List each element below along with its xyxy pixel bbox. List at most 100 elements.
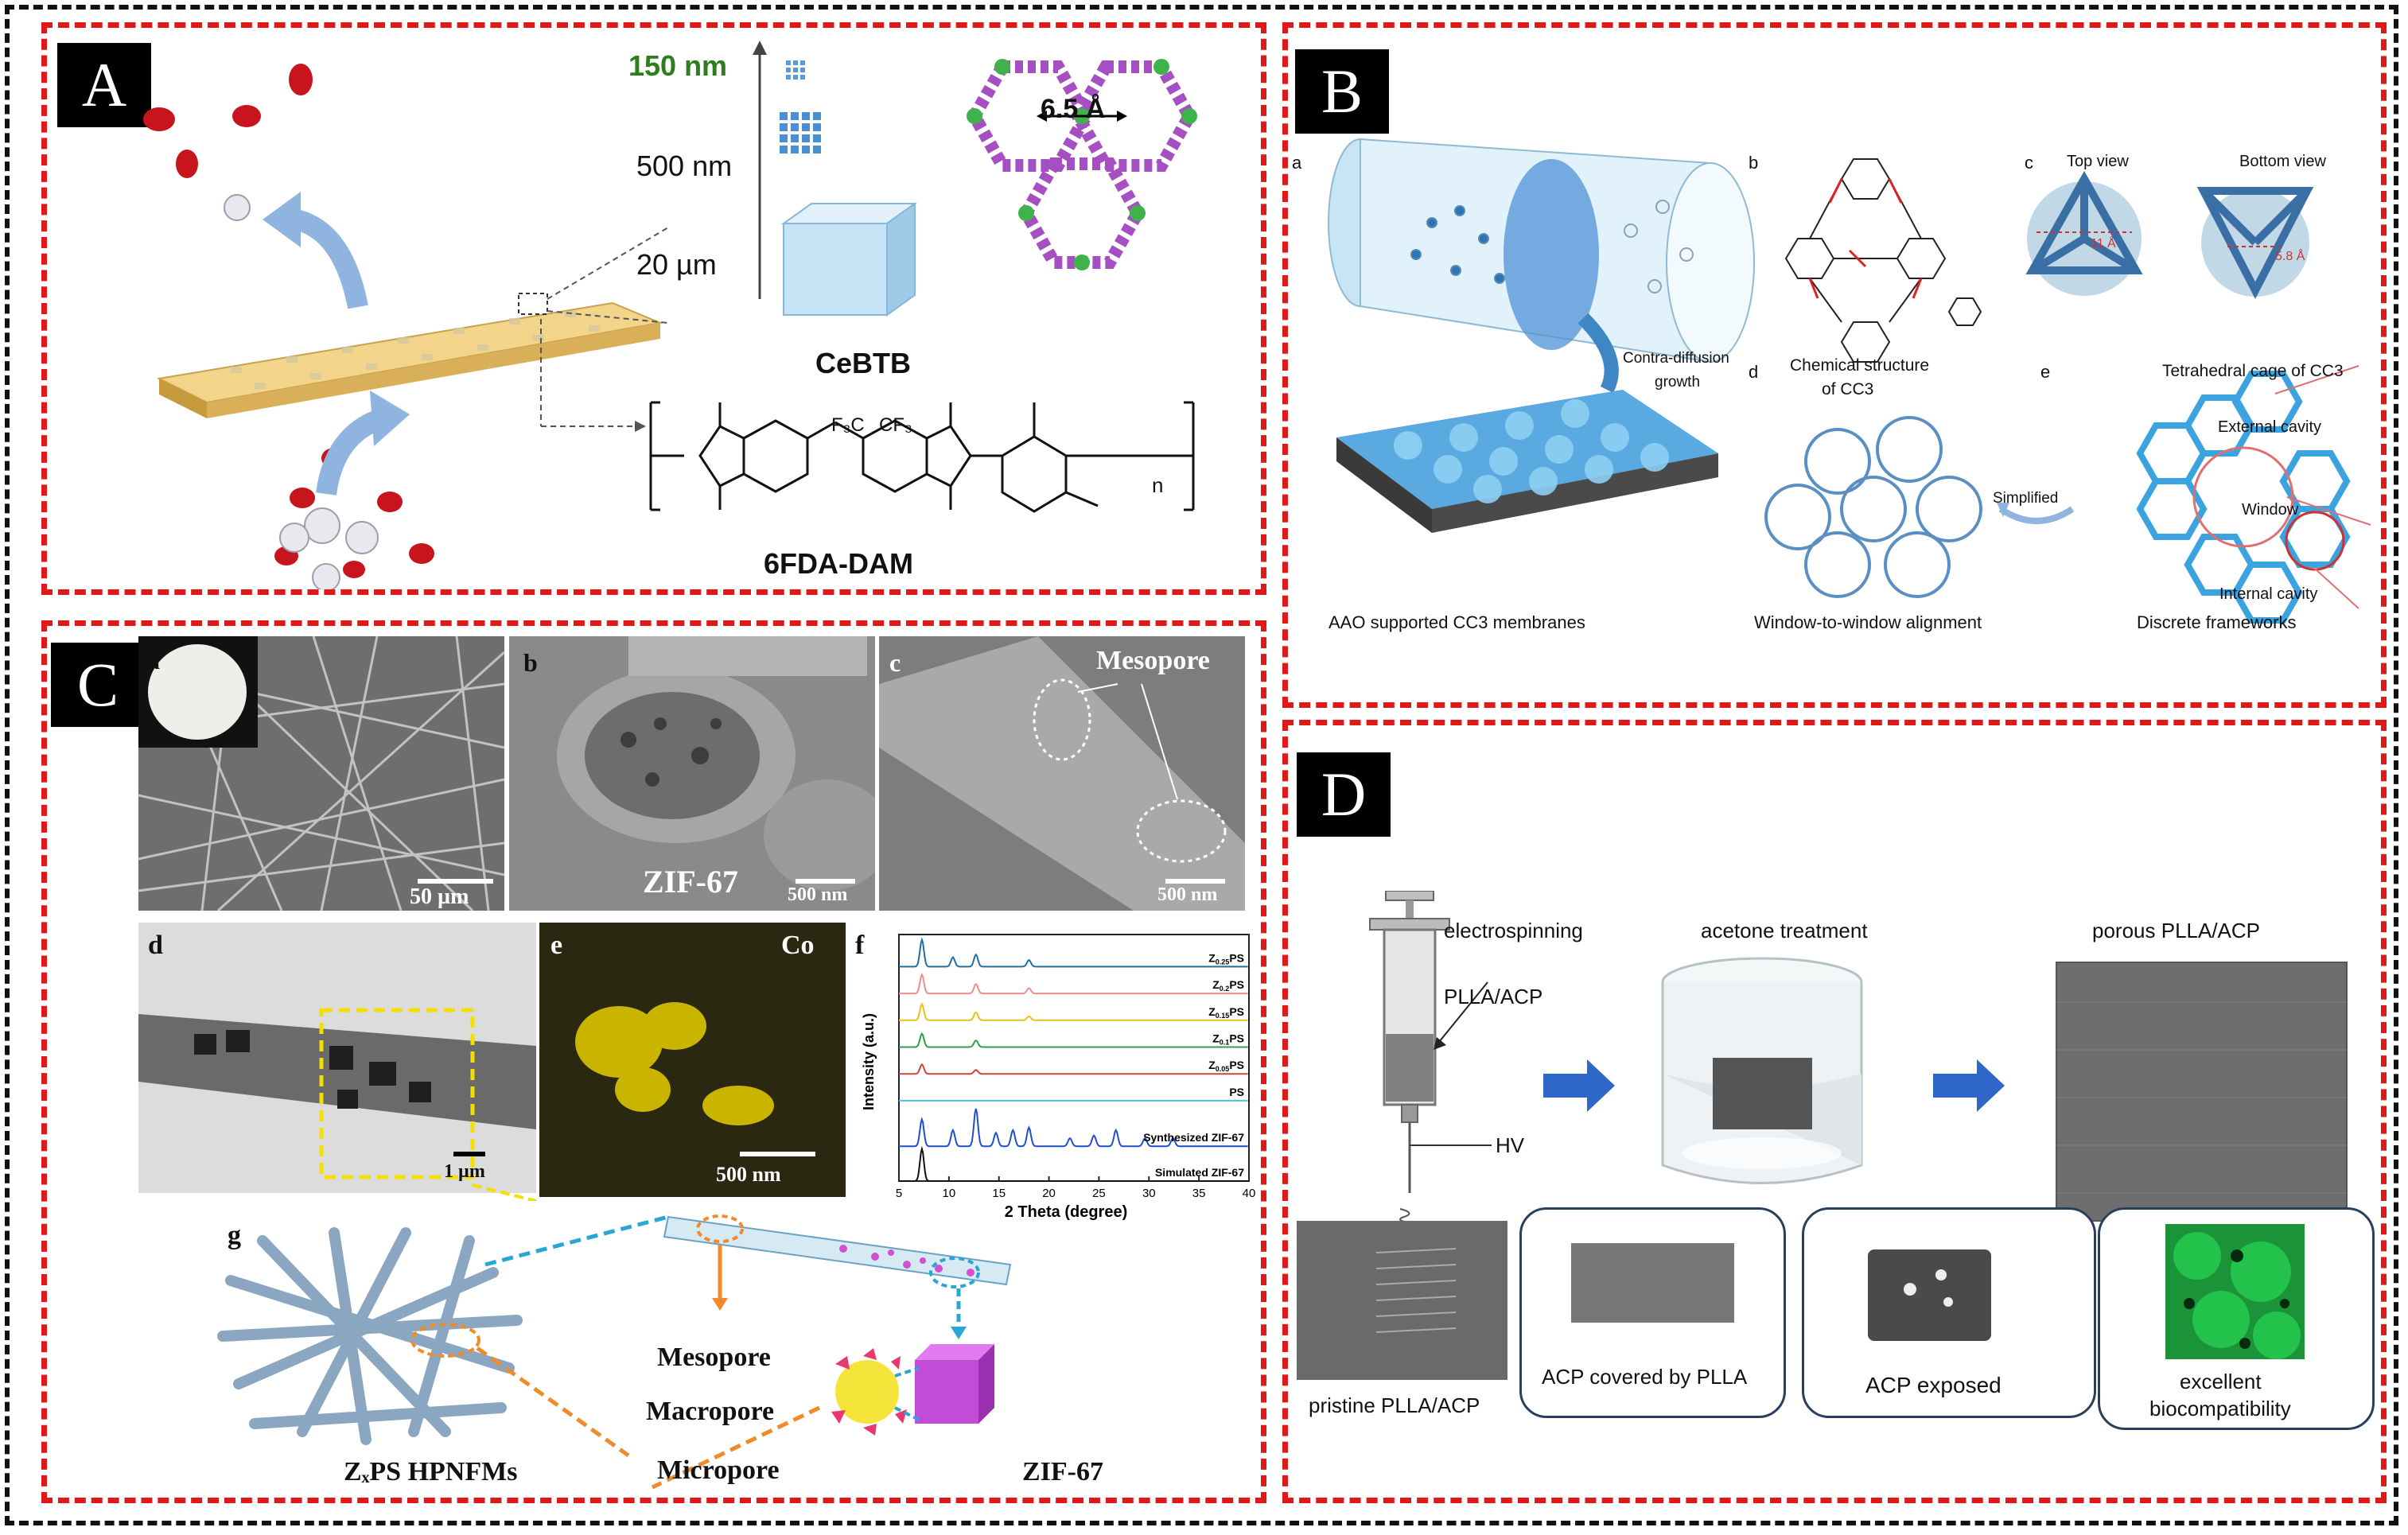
panel-d-letter: D xyxy=(1297,752,1391,837)
cage-bottom-view xyxy=(2196,187,2314,299)
pristine-label: pristine PLLA/ACP xyxy=(1309,1393,1480,1417)
tem-image-d xyxy=(138,923,536,1193)
panel-a-frame xyxy=(41,22,1266,595)
b-sub-b: b xyxy=(1749,153,1759,173)
pore-size-label: 6.5 Å xyxy=(1041,94,1106,124)
cc3-network xyxy=(1764,416,1982,598)
top-view-label: Top view xyxy=(2067,153,2129,170)
acp-covered-label: ACP covered by PLLA xyxy=(1542,1365,1748,1389)
co-element-label: Co xyxy=(781,931,815,960)
b-sub-a: a xyxy=(1292,153,1302,173)
scale-bar-c xyxy=(1165,879,1225,884)
external-cavity-label: External cavity xyxy=(2218,418,2322,436)
panel-c-frame xyxy=(41,620,1266,1503)
scale-bar-d xyxy=(453,1152,485,1156)
panel-d-frame xyxy=(1282,720,2387,1503)
panel-b-letter: B xyxy=(1295,49,1389,134)
red-molecules xyxy=(143,64,434,578)
xrd-y-axis-label: Intensity (a.u.) xyxy=(861,1013,877,1110)
xrd-series-label: Z0.05PS xyxy=(1208,1059,1244,1073)
electrospinning-label: electrospinning xyxy=(1444,919,1583,942)
growth-label: growth xyxy=(1655,374,1701,391)
sem-image-c xyxy=(879,636,1245,911)
panel-b-illustration xyxy=(1328,138,2371,624)
window-alignment-label: Window-to-window alignment xyxy=(1754,612,1982,632)
cf3-label: CF₃ xyxy=(879,414,912,436)
scale-bar-e xyxy=(740,1152,815,1156)
pore-hierarchy-schematic xyxy=(217,1214,1012,1490)
pristine-sample-image xyxy=(1297,1221,1507,1380)
dim-11a-label: 11 Å xyxy=(2091,237,2116,251)
xrd-series-label: Z0.1PS xyxy=(1212,1032,1244,1047)
fiber-network xyxy=(217,1227,523,1445)
xrd-series-label: Synthesized ZIF-67 xyxy=(1143,1131,1244,1144)
bottom-view-label: Bottom view xyxy=(2239,153,2326,170)
small-crystal xyxy=(786,60,805,80)
acp-covered-box xyxy=(1519,1207,1786,1418)
scale-label-e: 500 nm xyxy=(716,1163,781,1186)
cebtb-label: CeBTB xyxy=(815,347,912,379)
scale-label-c: 500 nm xyxy=(1157,884,1218,905)
n-subscript: n xyxy=(1152,473,1164,497)
zif67-schematic-label: ZIF-67 xyxy=(1022,1457,1103,1486)
acetone-treatment-label: acetone treatment xyxy=(1701,919,1868,942)
cage-top-view xyxy=(2025,170,2143,296)
zif67-sem-label: ZIF-67 xyxy=(643,864,738,900)
hpnfms-label: ZₓPS HPNFMs xyxy=(344,1457,518,1486)
xrd-x-tick-label: 10 xyxy=(943,1187,956,1200)
biocompatibility-box xyxy=(2098,1207,2375,1430)
scale-bar-b xyxy=(796,879,855,884)
outer-frame xyxy=(5,5,2398,1525)
c-sub-f: f xyxy=(855,931,865,960)
c-sub-a: a xyxy=(148,648,160,674)
c-sub-e: e xyxy=(550,931,563,960)
zoom-connector-lines xyxy=(473,1010,537,1201)
xrd-x-tick-label: 15 xyxy=(992,1187,1006,1200)
c-sub-d: d xyxy=(148,931,163,960)
xrd-series-label: PS xyxy=(1229,1086,1244,1098)
panel-a-letter: A xyxy=(57,43,151,127)
f3c-label: F₃C xyxy=(831,414,865,436)
xrd-series-line xyxy=(899,1032,1248,1048)
dim-58a-label: 5.8 Å xyxy=(2275,250,2305,263)
sem-image-b xyxy=(509,636,875,911)
xrd-x-axis-label: 2 Theta (degree) xyxy=(1005,1203,1127,1221)
xrd-x-tick-label: 40 xyxy=(1243,1187,1256,1200)
hv-label: HV xyxy=(1496,1133,1525,1157)
xrd-series-label: Z0.25PS xyxy=(1208,951,1244,966)
xrd-series-line xyxy=(899,1145,1248,1182)
panel-c-letter: C xyxy=(51,643,145,727)
sem-image-a xyxy=(138,636,504,911)
membrane-photo xyxy=(138,636,258,748)
excellent-label: excellent xyxy=(2180,1370,2262,1393)
scale-150nm-label: 150 nm xyxy=(628,49,728,82)
panel-b-frame xyxy=(1282,22,2387,708)
tetrahedral-cage-label: Tetrahedral cage of CC3 xyxy=(2162,362,2344,380)
biocompat-cell-image xyxy=(2165,1224,2305,1359)
scale-label-b: 500 nm xyxy=(788,884,848,905)
6fda-dam-label: 6FDA-DAM xyxy=(764,547,913,580)
b-sub-e: e xyxy=(2040,362,2051,382)
biocompatibility-label: biocompatibility xyxy=(2149,1397,2291,1420)
window-label: Window xyxy=(2242,501,2299,519)
xrd-x-tick-label: 30 xyxy=(1142,1187,1156,1200)
xrd-series-label: Z0.2PS xyxy=(1212,978,1244,993)
c-sub-g: g xyxy=(228,1221,241,1250)
grey-molecules xyxy=(224,194,379,589)
acp-exposed-label: ACP exposed xyxy=(1865,1373,2001,1397)
panel-d-illustration xyxy=(1369,891,2348,1269)
discrete-frameworks-label: Discrete frameworks xyxy=(2137,612,2297,632)
b-sub-c: c xyxy=(2025,153,2033,173)
simplified-label: Simplified xyxy=(1993,490,2059,507)
xrd-series-line xyxy=(899,1108,1248,1148)
plla-acp-syringe-label: PLLA/ACP xyxy=(1444,985,1543,1008)
covered-sample-image xyxy=(1571,1243,1734,1323)
xrd-series-line xyxy=(899,937,1248,968)
acp-exposed-box xyxy=(1802,1207,2096,1418)
chem-structure-label-2: of CC3 xyxy=(1822,380,1874,398)
hexagon-framework xyxy=(2136,371,2351,624)
eds-image-e xyxy=(539,923,846,1197)
scale-500nm-label: 500 nm xyxy=(636,150,733,182)
chem-structure-label-1: Chemical structure xyxy=(1790,356,1930,375)
scale-bar-a xyxy=(418,879,493,884)
